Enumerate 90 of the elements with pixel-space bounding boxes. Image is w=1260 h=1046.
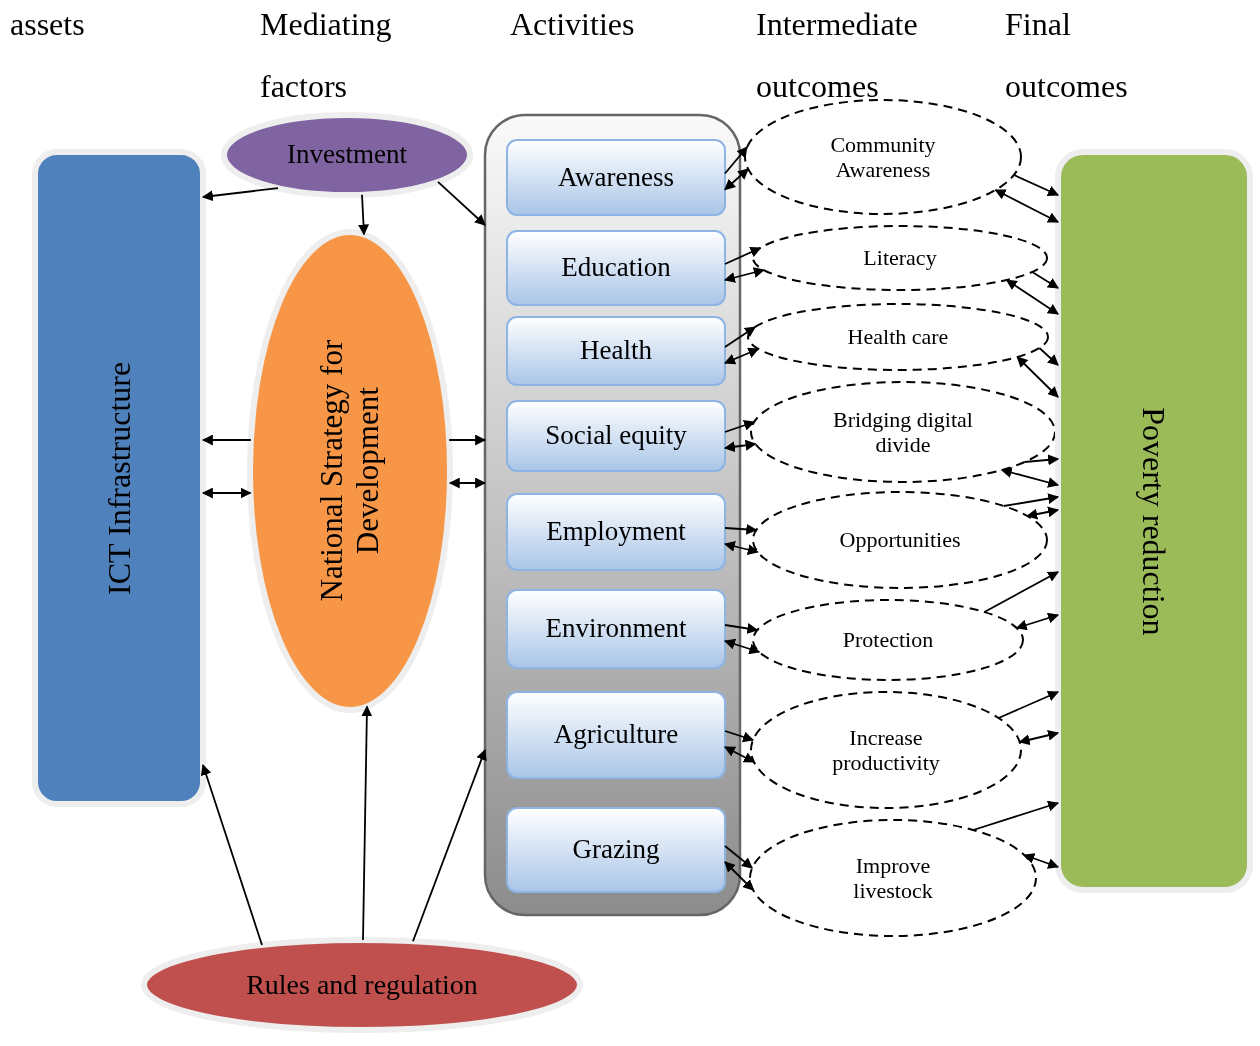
node-label: Grazing (571, 834, 661, 866)
arrow (983, 571, 1059, 613)
outcome-ellipse (751, 692, 1021, 808)
arrow (723, 439, 757, 453)
factor-ellipse (224, 115, 470, 195)
outcome-ellipse (751, 382, 1055, 482)
arrow (724, 168, 749, 191)
arrow (1005, 279, 1059, 315)
arrow (724, 746, 755, 763)
node-label: Protection (841, 627, 935, 653)
node-label: Improve livestock (852, 852, 934, 904)
arrow (1023, 853, 1060, 869)
arrow (1026, 506, 1060, 520)
arrow (724, 347, 760, 365)
outcome-ellipse (745, 100, 1021, 214)
node-label: Awareness (557, 161, 675, 193)
node-label: Social equity (544, 420, 688, 452)
arrow (1023, 454, 1060, 466)
node-label: Literacy (862, 245, 938, 271)
node-label: Opportunities (838, 527, 962, 553)
arrow (1018, 729, 1060, 746)
arrow (724, 420, 756, 433)
arrow (200, 763, 263, 946)
arrow (201, 487, 252, 499)
arrow (723, 541, 759, 555)
node-label: Investment (286, 139, 408, 171)
arrow (1002, 493, 1060, 507)
node-label: Poverty reduction (1135, 405, 1173, 638)
node-label: National Strategy for Development (314, 339, 386, 604)
activity-box (507, 494, 725, 570)
node-label: Employment (545, 516, 687, 548)
arrow (724, 247, 762, 265)
column-heading: Intermediate outcomes (756, 5, 919, 106)
arrow (994, 189, 1059, 223)
arrow (724, 845, 754, 869)
node-label: Agriculture (552, 719, 680, 751)
outcome-ellipse (753, 600, 1023, 680)
arrow (1016, 356, 1059, 398)
arrow (448, 434, 487, 446)
arrow (1038, 347, 1059, 366)
node-label: Environment (544, 613, 688, 645)
outcome-ellipse (750, 820, 1036, 936)
activity-box (507, 231, 725, 305)
outcome-ellipse (753, 226, 1047, 290)
outcome-ellipse (748, 304, 1048, 370)
activity-box (507, 317, 725, 385)
outcome-ellipse (753, 492, 1047, 588)
strategy-ellipse (250, 232, 450, 710)
activity-box (507, 401, 725, 471)
node-label: Health (579, 335, 653, 367)
arrow (723, 638, 761, 655)
node-label: Increase productivity (831, 724, 941, 776)
arrow (724, 861, 754, 891)
node-label: Rules and regulation (245, 968, 479, 1002)
infrastructure-bar (35, 152, 203, 804)
node-label: Bridging digital divide (832, 406, 974, 458)
outcome-bar (1058, 152, 1250, 890)
column-heading: Activities (510, 5, 636, 44)
arrow (1000, 467, 1060, 488)
arrow (201, 434, 252, 446)
arrow (201, 187, 279, 202)
arrow (724, 523, 758, 535)
arrow (361, 705, 373, 941)
column-heading: Final outcomes (1005, 5, 1129, 106)
arrow (723, 267, 765, 283)
activities-panel (485, 115, 740, 915)
arrow (997, 690, 1059, 719)
node-label: Health care (846, 324, 950, 350)
arrow (724, 623, 759, 634)
arrow (724, 146, 749, 175)
factor-ellipse (144, 940, 580, 1030)
arrow (1015, 612, 1060, 631)
arrow (1031, 271, 1059, 289)
arrow (724, 730, 755, 743)
arrow (972, 800, 1060, 831)
arrow (412, 748, 487, 943)
arrow (437, 181, 486, 226)
column-heading: Mediating factors (260, 5, 393, 106)
node-label: ICT Infrastructure (100, 360, 138, 597)
arrow (1013, 174, 1059, 196)
activity-box (507, 590, 725, 668)
node-label: Community Awareness (829, 131, 937, 183)
activity-box (507, 692, 725, 778)
arrow (358, 193, 369, 236)
activity-box (507, 808, 725, 892)
arrow (724, 326, 756, 348)
activity-box (507, 140, 725, 215)
column-heading: assets (10, 5, 86, 44)
node-label: Education (560, 252, 672, 284)
arrow (448, 477, 487, 489)
